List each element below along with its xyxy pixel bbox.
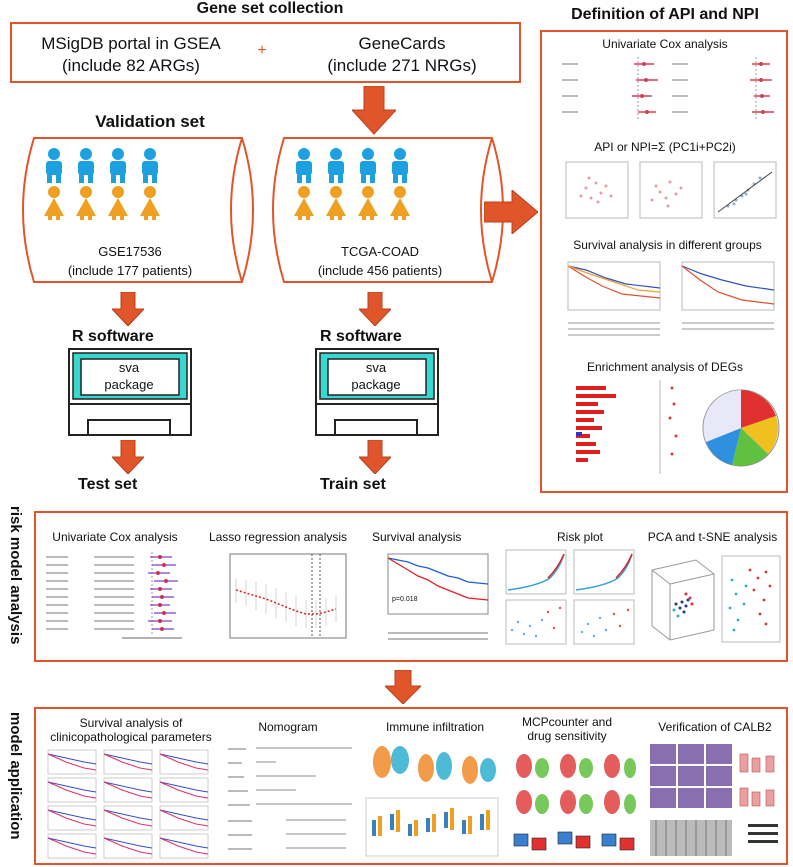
train-r-software: R software	[320, 328, 402, 345]
msigdb-line1: MSigDB portal in GSEA	[41, 34, 221, 53]
clinical-km-grid-thumbnail	[47, 749, 209, 859]
validation-sva: sva	[118, 360, 140, 375]
train-cylinder	[272, 137, 504, 283]
train-patients: (include 456 patients)	[317, 263, 443, 278]
nomogram-title: Nomogram	[258, 720, 318, 734]
risk-plot-thumbnail	[505, 549, 635, 645]
app-survival-line1: Survival analysis of	[79, 716, 183, 730]
down-arrow-icon	[112, 440, 144, 474]
mcp-drug-thumbnail	[513, 754, 636, 851]
down-arrow-icon	[352, 86, 396, 135]
lasso-thumbnail	[229, 553, 347, 639]
validation-cylinder	[22, 137, 254, 283]
forest-plot-thumbnail	[562, 57, 774, 121]
risk-km-thumbnail	[387, 553, 489, 640]
test-set-label: Test set	[78, 476, 138, 493]
gene-set-title: Gene set collection	[196, 0, 344, 17]
definition-title: Definition of API and NPI	[571, 6, 759, 23]
computer-icon	[315, 348, 439, 436]
validation-dataset: GSE17536	[98, 244, 162, 259]
train-set-label: Train set	[320, 476, 386, 493]
computer-icon	[68, 348, 192, 436]
km-curve-thumbnail	[567, 261, 775, 336]
risk-pvalue: p=0.018	[392, 596, 418, 603]
person-group-icon	[294, 148, 410, 220]
risk-side-label: risk model analysis	[7, 506, 24, 645]
down-arrow-icon	[112, 292, 144, 326]
mcp-line1: MCPcounter and	[521, 715, 613, 729]
pca-scatter-thumbnail	[565, 161, 777, 219]
down-arrow-icon	[359, 292, 391, 326]
gene-source-box: MSigDB portal in GSEA (include 82 ARGs) …	[10, 22, 521, 83]
enrichment-thumbnail	[576, 380, 780, 474]
msigdb-line2: (include 82 ARGs)	[62, 56, 200, 75]
application-side-label: model application	[7, 712, 24, 840]
immune-title: Immune infiltration	[385, 720, 485, 734]
pca-tsne-title: PCA and t-SNE analysis	[647, 530, 778, 544]
validation-package: package	[104, 377, 154, 392]
genecards-line1: GeneCards	[358, 34, 446, 53]
nomogram-thumbnail	[228, 747, 352, 850]
mcp-line2: drug sensitivity	[527, 729, 607, 743]
validation-patients: (include 177 patients)	[67, 263, 193, 278]
app-survival-line2: clinicopathological parameters	[50, 730, 212, 744]
immune-thumbnail	[365, 746, 499, 857]
person-group-icon	[44, 148, 160, 220]
definition-survival: Survival analysis in different groups	[573, 238, 762, 252]
risk-plot-title: Risk plot	[556, 530, 603, 544]
down-arrow-icon	[385, 670, 421, 704]
train-sva: sva	[365, 360, 387, 375]
down-arrow-icon	[359, 440, 391, 474]
pca-tsne-thumbnail	[651, 555, 781, 643]
definition-enrichment: Enrichment analysis of DEGs	[586, 360, 744, 374]
lasso-title: Lasso regression analysis	[208, 530, 348, 544]
risk-box	[34, 511, 788, 662]
definition-cox: Univariate Cox analysis	[602, 37, 728, 51]
validation-title: Validation set	[95, 112, 205, 131]
validation-r-software: R software	[72, 328, 154, 345]
train-dataset: TCGA-COAD	[341, 244, 419, 259]
plus-sign: +	[257, 42, 267, 59]
calb2-thumbnail	[650, 744, 778, 856]
genecards-line2: (include 271 NRGs)	[327, 56, 477, 75]
risk-forest-thumbnail	[46, 552, 182, 639]
risk-cox-title: Univariate Cox analysis	[52, 530, 178, 544]
train-package: package	[351, 377, 401, 392]
risk-survival-title: Survival analysis	[372, 530, 462, 544]
definition-formula: API or NPI=Σ (PC1i+PC2i)	[594, 140, 736, 154]
calb2-title: Verification of CALB2	[658, 720, 772, 734]
right-arrow-icon	[484, 190, 538, 234]
